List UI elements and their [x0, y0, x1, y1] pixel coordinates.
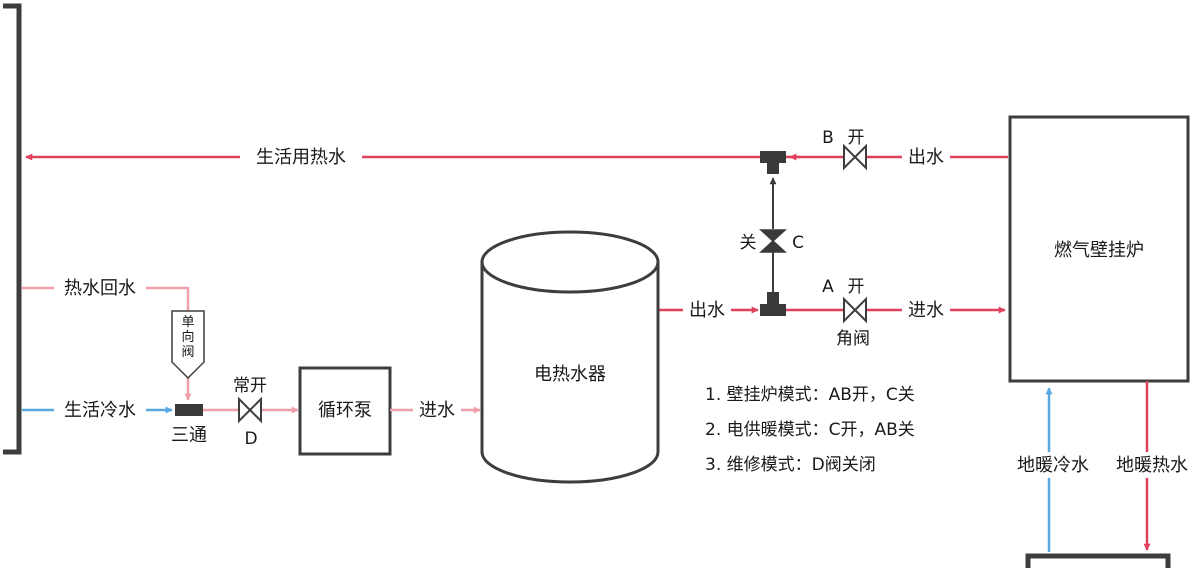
electric-heater [480, 230, 660, 484]
check-valve-label: 单向阀 [181, 315, 194, 360]
valve-d-state: 常开 [233, 376, 267, 396]
electric-heater-label: 电热水器 [534, 364, 606, 385]
boiler-outlet-label: 出水 [908, 147, 944, 168]
valve-b-label: B [822, 128, 834, 148]
pump-to-heater-label: 进水 [419, 400, 455, 421]
valve-c-state: 关 [740, 233, 757, 253]
mode-note-2: 2. 电供暖模式：C开，AB关 [705, 420, 915, 440]
check-valve[interactable] [171, 310, 205, 380]
floor-cold-label: 地暖冷水 [1017, 455, 1089, 476]
valve-c-label: C [792, 233, 804, 253]
bottom-tee-fitting [760, 292, 786, 316]
valve-b[interactable] [843, 143, 867, 171]
valve-d[interactable] [238, 396, 262, 424]
valve-a-type: 角阀 [836, 329, 870, 349]
valve-a-state: 开 [848, 277, 865, 297]
hot-water-return-label: 热水回水 [64, 278, 136, 299]
wall-boiler-label: 燃气壁挂炉 [1054, 240, 1144, 261]
valve-a-label: A [822, 277, 834, 297]
valve-a[interactable] [843, 296, 867, 324]
domestic-hot-water-label: 生活用热水 [256, 147, 346, 168]
circulation-pump [298, 366, 392, 456]
tee-fitting [175, 404, 203, 416]
wall-boiler [1008, 115, 1190, 383]
valve-b-state: 开 [848, 128, 865, 148]
valve-d-label: D [244, 429, 257, 449]
floor-hot-label: 地暖热水 [1116, 455, 1188, 476]
mode-note-3: 3. 维修模式：D阀关闭 [705, 455, 876, 475]
mode-note-1: 1. 壁挂炉模式：AB开，C关 [705, 385, 915, 405]
heater-outlet-label: 出水 [689, 300, 725, 321]
top-tee-fitting [760, 151, 786, 174]
wall-bracket [3, 3, 22, 455]
domestic-cold-label: 生活冷水 [64, 400, 136, 421]
floor-manifold [1025, 553, 1171, 568]
hot-water-return-pipe [22, 286, 192, 401]
valve-c[interactable] [759, 229, 787, 253]
circulation-pump-label: 循环泵 [318, 400, 372, 421]
boiler-inlet-label: 进水 [908, 300, 944, 321]
tee-label: 三通 [171, 425, 207, 446]
